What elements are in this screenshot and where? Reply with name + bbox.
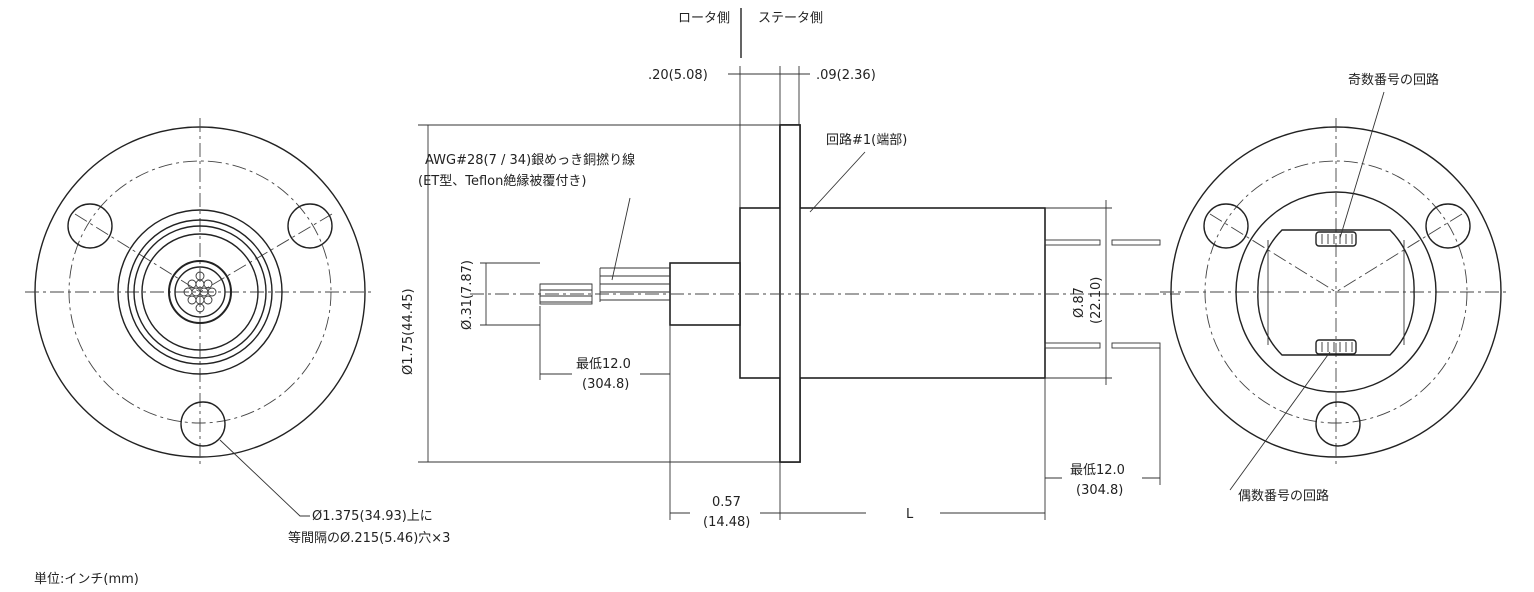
min-lead-left-in: 最低12.0 (576, 357, 631, 372)
units-note: 単位:インチ(mm) (34, 571, 139, 587)
mount-hole (1315, 401, 1361, 447)
dim-body-dia-mm: (22.10) (1089, 277, 1104, 324)
rotor-end-view: Ø1.375(34.93)上に 等間隔のØ.215(5.46)穴×3 単位:イン… (25, 118, 450, 587)
dim-shaft-dia: Ø.31(7.87) (460, 260, 475, 330)
mount-hole (1203, 203, 1249, 249)
stator-end-view: 奇数番号の回路 偶数番号の回路 (1160, 72, 1510, 504)
min-lead-right-mm: (304.8) (1076, 483, 1123, 498)
holes-note-line1: Ø1.375(34.93)上に (312, 509, 433, 524)
dim-shaft-len-mm: (14.48) (703, 515, 750, 530)
mount-hole (287, 203, 333, 249)
min-lead-left-mm: (304.8) (582, 377, 629, 392)
terminal-block-odd (1315, 231, 1357, 247)
dim-flange-dia: Ø1.75(44.45) (401, 288, 416, 375)
stator-housing-face (1257, 229, 1415, 356)
dim-rotor-flange: .20(5.08) (648, 68, 708, 83)
side-view: ロータ側 ステータ側 .20(5.08) .09(2.36) AWG#28(7 … (401, 8, 1180, 530)
wire-spec-line1: AWG#28(7 / 34)銀めっき銅撚り線 (425, 152, 635, 168)
dim-shaft-len-in: 0.57 (712, 495, 741, 510)
min-lead-right-in: 最低12.0 (1070, 463, 1125, 478)
dim-stator-flange: .09(2.36) (816, 68, 876, 83)
mount-hole (1425, 203, 1471, 249)
even-circuits-label: 偶数番号の回路 (1238, 488, 1329, 504)
circuit1-label: 回路#1(端部) (826, 132, 907, 148)
stator-side-label: ステータ側 (758, 11, 823, 26)
wire-spec-line2: (ET型、Teflon絶縁被覆付き) (418, 173, 586, 189)
mount-hole (67, 203, 113, 249)
holes-note-line2: 等間隔のØ.215(5.46)穴×3 (288, 530, 450, 546)
stator-leads (1044, 239, 1161, 349)
odd-circuits-label: 奇数番号の回路 (1348, 72, 1439, 88)
dim-length: L (906, 507, 914, 522)
rotor-side-label: ロータ側 (678, 11, 730, 26)
terminal-block-even (1315, 339, 1357, 355)
wire-bundle-icon (174, 266, 226, 318)
mount-hole (180, 401, 226, 447)
dim-body-dia-in: Ø.87 (1072, 287, 1087, 318)
rotor-leads (539, 267, 670, 305)
